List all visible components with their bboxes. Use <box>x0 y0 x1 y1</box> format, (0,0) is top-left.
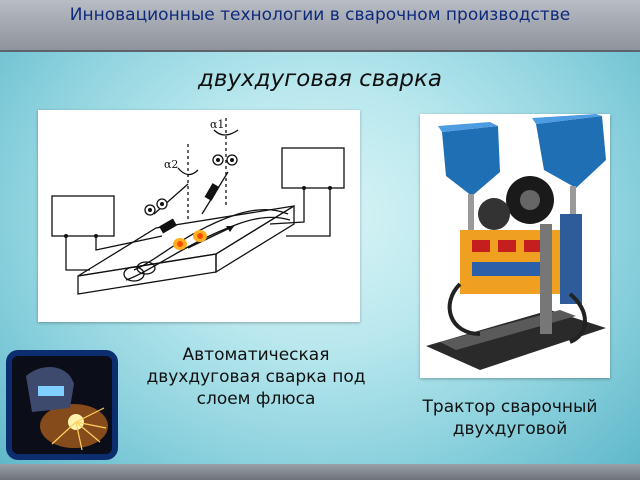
slide-subtitle: двухдуговая сварка <box>197 66 443 92</box>
diagram-caption: Автоматическая двухдуговая сварка под сл… <box>146 345 366 409</box>
twin-arc-welding-diagram: α1 α2 <box>38 110 360 322</box>
angle-label-2: α2 <box>164 158 178 171</box>
welding-tractor-photo <box>420 114 610 378</box>
welder-thumbnail-image <box>6 350 118 460</box>
slide-title: Инновационные технологии в сварочном про… <box>0 0 640 52</box>
angle-label-1: α1 <box>210 118 224 131</box>
slide-footer-bar <box>0 464 640 480</box>
photo-caption: Трактор сварочный двухдуговой <box>422 397 598 439</box>
